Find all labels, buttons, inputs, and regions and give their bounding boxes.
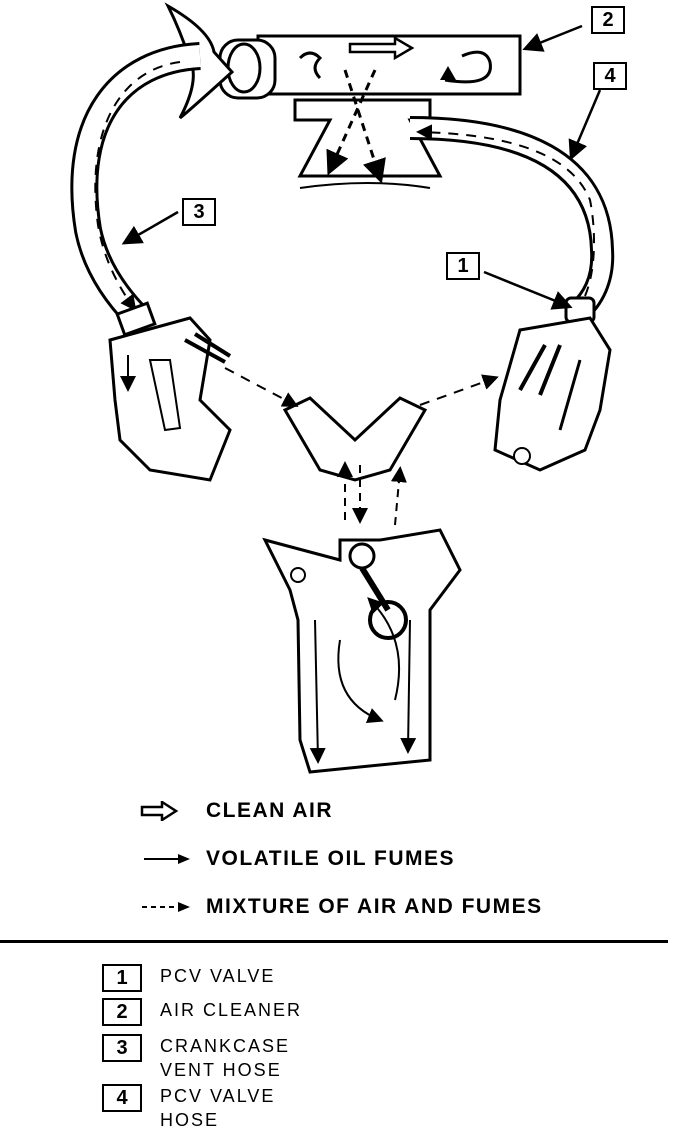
- throttle-body: [293, 69, 443, 189]
- callout-3: 3: [182, 198, 216, 226]
- legend-clean-air: CLEAN AIR: [140, 796, 333, 826]
- legend-volatile-oil-fumes: VOLATILE OIL FUMES: [140, 844, 455, 874]
- right-cylinder-head: [493, 316, 612, 472]
- solid-arrow-icon: [144, 854, 190, 864]
- key-item-2: 2 AIR CLEANER: [102, 998, 302, 1026]
- hollow-arrow-icon: [140, 801, 179, 821]
- key-item-1: 1 PCV VALVE: [102, 964, 275, 992]
- key-label: PCV VALVE: [160, 966, 276, 986]
- air-cleaner-housing: [164, 2, 522, 120]
- callout-4: 4: [593, 62, 627, 90]
- legend-label: MIXTURE OF AIR AND FUMES: [206, 895, 543, 918]
- pcv-valve-hose: [409, 116, 615, 324]
- callout-leaders: [121, 24, 602, 310]
- key-label: CRANKCASE VENT HOSE: [160, 1036, 291, 1080]
- dashed-arrow-icon: [142, 902, 190, 912]
- pcv-system-diagram: [70, 2, 615, 774]
- crankcase-vent-hose: [70, 42, 202, 337]
- key-label: PCV VALVE HOSE: [160, 1086, 276, 1130]
- left-cylinder-head: [108, 316, 232, 482]
- legend-label: VOLATILE OIL FUMES: [206, 847, 456, 870]
- divider: [0, 940, 668, 943]
- callout-2: 2: [591, 6, 625, 34]
- key-number: 4: [102, 1084, 142, 1112]
- callout-1: 1: [446, 252, 480, 280]
- key-number: 3: [102, 1034, 142, 1062]
- key-item-3: 3 CRANKCASE VENT HOSE: [102, 1034, 290, 1082]
- key-number: 1: [102, 964, 142, 992]
- key-number: 2: [102, 998, 142, 1026]
- legend-label: CLEAN AIR: [206, 799, 334, 822]
- legend-mixture: MIXTURE OF AIR AND FUMES: [140, 892, 543, 922]
- intake-manifold: [224, 367, 499, 526]
- engine-block-crankcase: [262, 528, 462, 774]
- key-label: AIR CLEANER: [160, 1000, 303, 1020]
- key-item-4: 4 PCV VALVE HOSE: [102, 1084, 275, 1132]
